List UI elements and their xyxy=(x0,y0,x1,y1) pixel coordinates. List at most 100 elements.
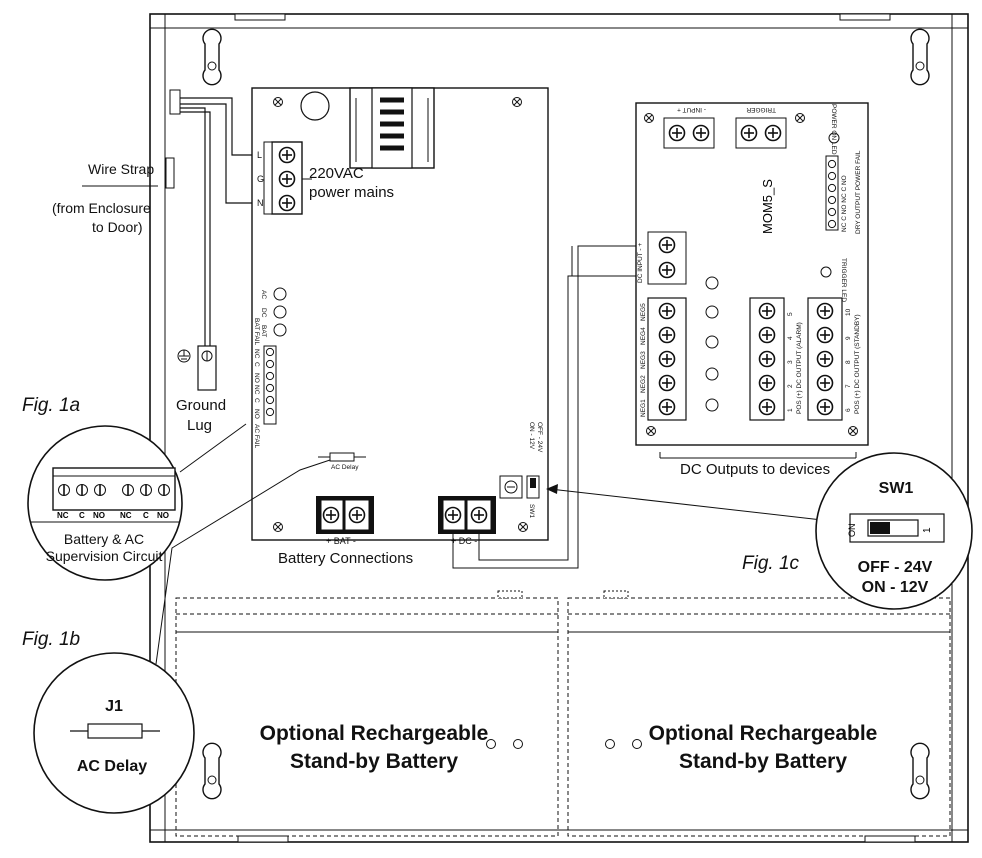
fig1b-title: J1 xyxy=(105,698,123,715)
power-mains-label-1: 220VAC xyxy=(309,165,364,182)
battery-right-label-2: Stand-by Battery xyxy=(679,750,847,773)
alarm-num-5: 5 xyxy=(787,312,794,316)
mom5-trigger-label: TRIGGER xyxy=(746,106,776,113)
alarm-num-2: 2 xyxy=(787,384,794,388)
power-on-led xyxy=(828,132,840,144)
neg4-label: NEG4 xyxy=(640,327,647,345)
battery-left-label-2: Stand-by Battery xyxy=(290,750,458,773)
dc-input-label: DC INPUT - + xyxy=(637,243,644,283)
standby-num-7: 7 xyxy=(845,384,852,388)
trigger-led xyxy=(820,266,832,278)
fig1a-title-1: Battery & AC xyxy=(64,531,144,547)
ac-delay-jumper xyxy=(318,452,366,462)
fig1b-subtitle: AC Delay xyxy=(77,758,147,775)
to-door-label: to Door) xyxy=(92,219,143,235)
supervision-strip-nc2: NC xyxy=(253,385,260,395)
keyhole-bottom-left xyxy=(202,742,222,800)
keyhole-bottom-right xyxy=(910,742,930,800)
battery-connections-label: Battery Connections xyxy=(278,550,413,567)
alarm-output-label: POS (+) DC OUTPUT (ALARM) xyxy=(796,322,803,414)
fig1c-line-2: ON - 12V xyxy=(862,579,929,596)
battery-left xyxy=(175,590,559,837)
alarm-output-terminals xyxy=(749,297,785,421)
ground-lug-label-2: Lug xyxy=(187,417,212,434)
standby-num-6: 6 xyxy=(845,408,852,412)
ground-lug-label-1: Ground xyxy=(176,397,226,414)
power-mains-label-2: power mains xyxy=(309,184,394,201)
ground-lug xyxy=(177,345,217,391)
ac-delay-board-label: AC Delay xyxy=(331,464,359,471)
standby-output-label: POS (+) DC OUTPUT (STANDBY) xyxy=(854,314,861,414)
input-terminal xyxy=(663,117,715,149)
battery-left-label-1: Optional Rechargeable xyxy=(260,722,489,745)
standby-num-10: 10 xyxy=(845,308,852,316)
fig1c-pos-label: 1 xyxy=(922,527,933,533)
power-fail-top-label: NC C NO NC C NO xyxy=(841,175,848,232)
dc-terminal-label: + DC - xyxy=(451,536,477,546)
standby-num-8: 8 xyxy=(845,360,852,364)
status-leds xyxy=(273,287,287,337)
battery-right-label-1: Optional Rechargeable xyxy=(649,722,878,745)
neg-output-terminals xyxy=(647,297,687,421)
sw1-board-on: ON - 12V xyxy=(528,422,535,450)
dc-wires xyxy=(452,245,648,569)
sw1-board-off: OFF - 24V xyxy=(536,422,543,453)
fig1a-term-no1: NO xyxy=(93,511,105,520)
mom5-model-label: MOM5_S xyxy=(760,179,775,234)
fig1b-caption: Fig. 1b xyxy=(22,629,80,650)
dc-outputs-bracket xyxy=(659,452,857,459)
power-fail-bottom-label: DRY OUTPUT POWER FAIL xyxy=(855,150,862,234)
dc-input-terminal xyxy=(647,231,687,285)
standby-output-terminals xyxy=(807,297,843,421)
keyhole-top-left xyxy=(202,28,222,86)
power-supply-board: L G N AC DC BAT BAT FAIL AC FAIL NC C NO… xyxy=(251,87,549,546)
mom5-input-label: - INPUT + xyxy=(677,106,706,113)
supervision-strip-nc1: NC xyxy=(253,349,260,359)
fig1a-term-c1: C xyxy=(79,511,85,520)
led-dc-label: DC xyxy=(260,308,267,318)
led-bat-label: BAT xyxy=(260,325,267,337)
transformer xyxy=(349,87,435,169)
supervision-strip-c1: C xyxy=(253,362,260,367)
fig1c-switch-slider xyxy=(870,522,890,534)
mains-terminal-block xyxy=(263,141,303,215)
neg5-label: NEG5 xyxy=(640,303,647,321)
keyhole-top-right xyxy=(910,28,930,86)
battery-right xyxy=(567,590,951,837)
voltage-potentiometer xyxy=(499,475,523,499)
fig1c-caption: Fig. 1c xyxy=(742,553,800,574)
ground-symbol-icon xyxy=(177,349,191,363)
fig1a-term-c2: C xyxy=(143,511,149,520)
trigger-terminal xyxy=(735,117,787,149)
fig1a-title-2: Supervision Circuit xyxy=(46,548,163,564)
supervision-strip-no2: NO xyxy=(253,409,260,419)
mains-g-label: G xyxy=(257,174,264,184)
trigger-led-label: TRIGGER LED xyxy=(840,258,847,302)
fig1a-term-no2: NO xyxy=(157,511,169,520)
fig1a-caption: Fig. 1a xyxy=(22,395,80,416)
fig1a-term-nc1: NC xyxy=(57,511,69,520)
mains-l-label: L xyxy=(257,150,262,160)
fig1b-callout xyxy=(33,459,331,814)
neg3-label: NEG3 xyxy=(640,351,647,369)
supervision-strip-bat-fail: BAT FAIL xyxy=(253,318,260,346)
sw1-switch[interactable] xyxy=(526,475,540,499)
wire-strap-label: Wire Strap xyxy=(88,161,154,177)
supervision-strip-c2: C xyxy=(253,398,260,403)
battery-terminal-block xyxy=(316,496,374,534)
sw1-board-label: SW1 xyxy=(528,504,535,518)
dc-terminal-block xyxy=(438,496,496,534)
neg2-label: NEG2 xyxy=(640,375,647,393)
led-ac-label: AC xyxy=(260,290,267,299)
alarm-num-3: 3 xyxy=(787,360,794,364)
supervision-strip-ac-fail: AC FAIL xyxy=(253,424,260,449)
fig1c-callout xyxy=(546,452,973,610)
power-fail-strip xyxy=(825,155,839,231)
mains-n-label: N xyxy=(257,198,264,208)
fig1a-terminal-screws xyxy=(58,484,170,496)
alarm-num-4: 4 xyxy=(787,336,794,340)
fig1c-title: SW1 xyxy=(879,480,914,497)
bat-terminal-label: + BAT - xyxy=(326,536,356,546)
fig1a-callout xyxy=(27,423,247,581)
